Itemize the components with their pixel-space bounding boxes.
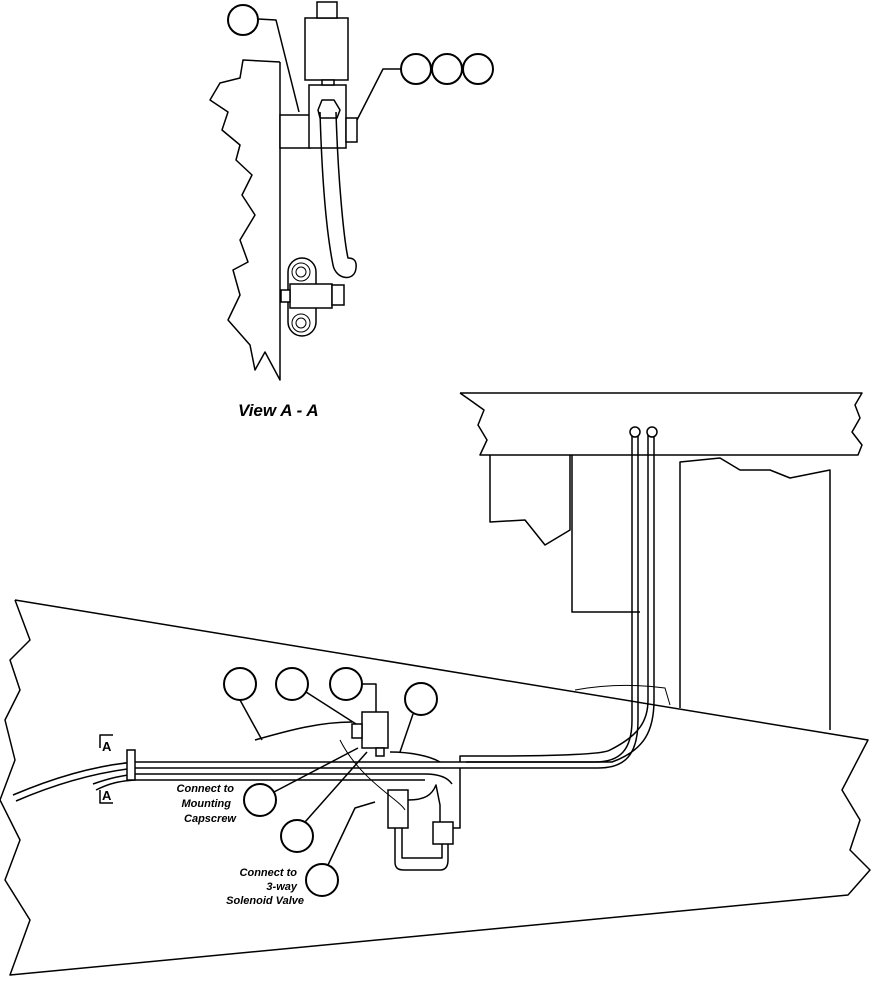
- tank-edge: [574, 684, 671, 706]
- callout-circle: [280, 819, 314, 853]
- svg-text:Capscrew: Capscrew: [184, 813, 237, 825]
- valve-tube: [407, 784, 441, 822]
- pipe-3: [459, 432, 649, 762]
- valve-loop-inner: [401, 828, 443, 859]
- pipe-3-inner: [466, 432, 655, 763]
- callout-circle: [329, 667, 363, 701]
- callout-circle: [275, 667, 309, 701]
- frame-member: [571, 455, 640, 613]
- svg-text:3-way: 3-way: [266, 881, 297, 893]
- view-title: View A - A: [238, 401, 319, 420]
- callout-circle: [223, 667, 257, 701]
- svg-text:Connect to: Connect to: [240, 867, 298, 879]
- tank-plate: [0, 599, 871, 976]
- bracket: [279, 114, 311, 149]
- solenoid-stem: [321, 79, 335, 86]
- pipe-clamp: [126, 749, 136, 781]
- solenoid-valve: [432, 821, 454, 845]
- plate-broken-edge: [209, 59, 281, 381]
- valve-port: [351, 723, 363, 739]
- svg-text:Mounting: Mounting: [182, 798, 232, 810]
- callout-circle: [305, 863, 339, 897]
- note-solenoid-valve: Connect to 3-way Solenoid Valve: [226, 867, 304, 907]
- solenoid-valve: [361, 711, 389, 749]
- hose: [319, 111, 357, 279]
- valve-block: [308, 84, 347, 149]
- note-mounting-capscrew: Connect to Mounting Capscrew: [177, 783, 238, 825]
- solenoid-nut: [316, 1, 338, 19]
- solenoid-valve: [387, 789, 409, 829]
- callout-circle: [400, 53, 432, 85]
- tank-support: [679, 457, 831, 730]
- valve-tube: [453, 768, 461, 829]
- valve-loop: [394, 828, 449, 871]
- callout-leader: [356, 68, 401, 121]
- fitting: [646, 426, 658, 438]
- callout-circle: [227, 4, 259, 36]
- main-assembly: A A Connect to Mounting Capscrew Connect…: [0, 392, 871, 976]
- hose-b: [389, 751, 441, 763]
- callout-circle: [243, 783, 277, 817]
- clamp-bolt: [280, 289, 291, 303]
- clamp-nut: [331, 284, 345, 306]
- svg-text:A: A: [102, 739, 112, 754]
- wire: [339, 739, 406, 811]
- svg-text:Connect to: Connect to: [177, 783, 235, 795]
- section-marker-top: A: [99, 734, 113, 754]
- pipe-2: [92, 773, 453, 785]
- section-marker-bottom: A: [99, 788, 113, 804]
- bolt-head: [345, 117, 358, 143]
- callout-circle: [404, 682, 438, 716]
- svg-text:A: A: [102, 788, 112, 803]
- clamp-spacer: [289, 283, 333, 309]
- frame-bracket: [489, 455, 571, 546]
- callout-circle: [431, 53, 463, 85]
- callout-circle: [462, 53, 494, 85]
- callout-leader: [257, 18, 300, 113]
- fitting: [629, 426, 641, 438]
- valve-port: [375, 747, 385, 757]
- svg-text:Solenoid Valve: Solenoid Valve: [226, 895, 304, 907]
- view-a-a-detail: View A - A: [209, 1, 494, 420]
- solenoid-body: [304, 17, 349, 81]
- hose-a: [254, 721, 353, 741]
- frame-beam: [459, 392, 863, 456]
